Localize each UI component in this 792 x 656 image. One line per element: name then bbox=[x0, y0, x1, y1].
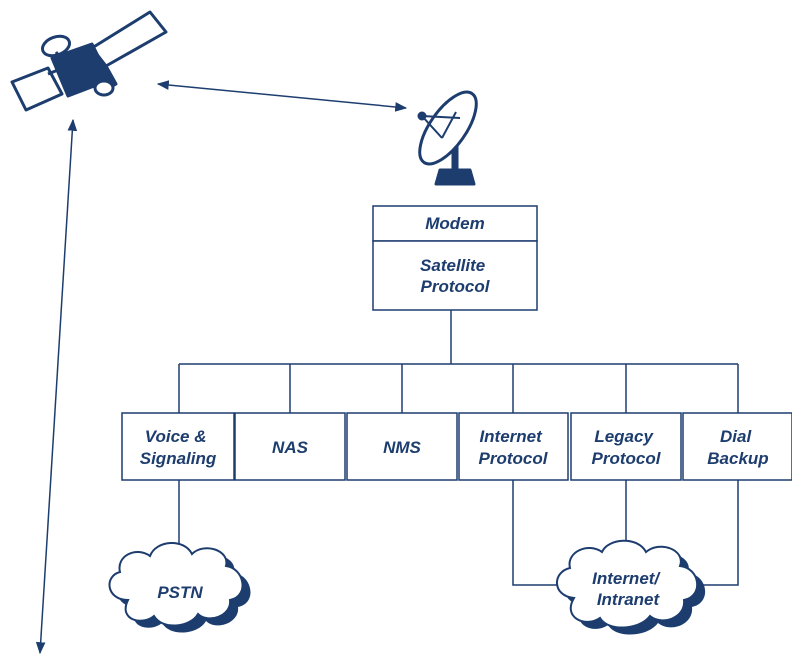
satellite-dish-link bbox=[156, 80, 408, 112]
module-nas: NAS bbox=[234, 412, 346, 481]
module-dial: Dial Backup bbox=[682, 412, 792, 481]
module-nas-label: NAS bbox=[272, 438, 309, 457]
internet-cloud-link bbox=[512, 480, 568, 586]
dial-cloud-link bbox=[688, 480, 739, 586]
pstn-label: PSTN bbox=[157, 583, 203, 602]
module-internet-label: Internet Protocol bbox=[479, 427, 549, 468]
modem-box bbox=[372, 205, 538, 242]
satellite-remote-link bbox=[35, 118, 78, 655]
module-voice-label: Voice & Signaling bbox=[140, 427, 217, 468]
module-internet: Internet Protocol bbox=[458, 412, 569, 481]
module-voice: Voice & Signaling bbox=[121, 412, 235, 481]
module-nms-label: NMS bbox=[383, 438, 421, 457]
satellite-dish-icon bbox=[417, 90, 478, 186]
module-legacy-label: Legacy Protocol bbox=[592, 427, 662, 468]
module-legacy: Legacy Protocol bbox=[570, 412, 682, 481]
pstn-cloud: PSTN bbox=[108, 542, 251, 633]
satellite-icon bbox=[10, 10, 168, 112]
modem-label: Modem bbox=[425, 214, 485, 233]
satellite-protocol-label: Satellite Protocol bbox=[420, 256, 491, 296]
protocol-stack: Modem Satellite Protocol bbox=[372, 205, 538, 311]
module-dial-label: Dial Backup bbox=[707, 427, 768, 468]
module-nms: NMS bbox=[346, 412, 458, 481]
internet-intranet-cloud: Internet/ Intranet bbox=[556, 539, 706, 635]
satellite-protocol-box bbox=[372, 240, 538, 311]
internet-intranet-label: Internet/ Intranet bbox=[592, 569, 664, 609]
